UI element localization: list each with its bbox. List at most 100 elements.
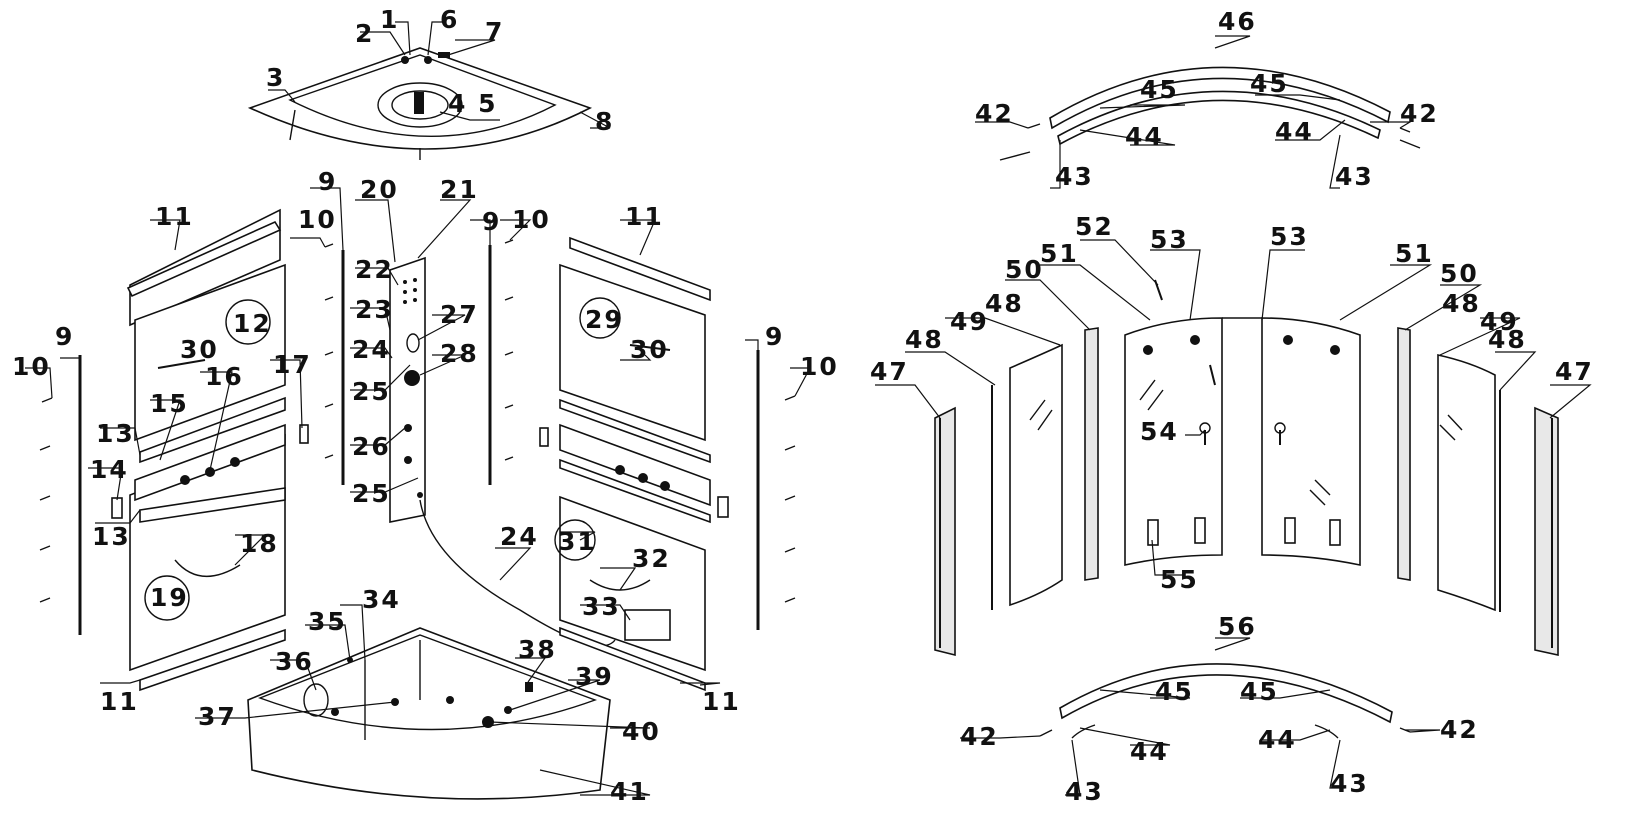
label-42-d: 42 bbox=[1440, 715, 1479, 744]
bottom-curved-rail bbox=[1039, 663, 1411, 739]
label-10-a: 10 bbox=[298, 205, 337, 234]
label-48-c: 48 bbox=[985, 289, 1024, 318]
label-20: 20 bbox=[360, 175, 399, 204]
label-54: 54 bbox=[1140, 417, 1179, 446]
label-10-b: 10 bbox=[512, 205, 551, 234]
label-33: 33 bbox=[582, 592, 621, 621]
top-curved-rail bbox=[999, 66, 1421, 161]
label-6: 6 bbox=[440, 5, 459, 34]
label-47-b: 47 bbox=[1555, 357, 1594, 386]
label-24-a: 24 bbox=[352, 335, 391, 364]
label-9-c: 9 bbox=[55, 322, 74, 351]
label-48-a: 48 bbox=[905, 325, 944, 354]
label-30-a: 30 bbox=[180, 335, 219, 364]
label-48-d: 48 bbox=[1442, 289, 1481, 318]
part-labels: 1 2 3 4 5 6 7 8 9 9 9 9 10 10 10 10 11 1… bbox=[12, 5, 1594, 806]
label-26: 26 bbox=[352, 432, 391, 461]
label-17: 17 bbox=[273, 350, 312, 379]
label-24-b: 24 bbox=[500, 522, 539, 551]
label-47-a: 47 bbox=[870, 357, 909, 386]
label-41: 41 bbox=[610, 777, 649, 806]
label-13-b: 13 bbox=[92, 522, 131, 551]
label-4-5: 4 5 bbox=[448, 89, 498, 118]
tub-base bbox=[247, 627, 611, 800]
label-40: 40 bbox=[622, 717, 661, 746]
left-post-9 bbox=[78, 250, 345, 635]
label-39: 39 bbox=[575, 662, 614, 691]
label-11-c: 11 bbox=[100, 687, 139, 716]
right-post-9 bbox=[488, 239, 514, 485]
left-rail-11-top bbox=[126, 220, 282, 298]
label-38: 38 bbox=[518, 635, 557, 664]
label-44-b: 44 bbox=[1275, 117, 1314, 146]
label-19: 19 bbox=[150, 583, 189, 612]
right-back-panel bbox=[539, 236, 729, 692]
glass-enclosure bbox=[934, 279, 1559, 657]
label-21: 21 bbox=[440, 175, 479, 204]
label-36: 36 bbox=[275, 647, 314, 676]
label-29: 29 bbox=[585, 305, 624, 334]
label-27: 27 bbox=[440, 300, 479, 329]
label-23: 23 bbox=[355, 295, 394, 324]
label-49-a: 49 bbox=[950, 307, 989, 336]
label-45-d: 45 bbox=[1240, 677, 1279, 706]
label-44-a: 44 bbox=[1125, 122, 1164, 151]
label-51-a: 51 bbox=[1040, 239, 1079, 268]
label-12: 12 bbox=[233, 309, 272, 338]
label-49-b: 49 bbox=[1480, 307, 1519, 336]
label-55: 55 bbox=[1160, 565, 1199, 594]
label-30-b: 30 bbox=[630, 335, 669, 364]
far-right-post-9 bbox=[756, 350, 796, 630]
label-43-a: 43 bbox=[1055, 162, 1094, 191]
label-44-d: 44 bbox=[1258, 725, 1297, 754]
label-2: 2 bbox=[355, 19, 374, 48]
label-50-a: 50 bbox=[1005, 255, 1044, 284]
label-18: 18 bbox=[240, 529, 279, 558]
label-9-b: 9 bbox=[482, 207, 501, 236]
label-34: 34 bbox=[362, 585, 401, 614]
label-9-a: 9 bbox=[318, 167, 337, 196]
left-screws-10 bbox=[39, 243, 334, 603]
shower-column bbox=[389, 256, 616, 647]
label-45-c: 45 bbox=[1155, 677, 1194, 706]
label-44-c: 44 bbox=[1130, 737, 1169, 766]
leader-lines bbox=[25, 21, 1592, 796]
label-42-c: 42 bbox=[960, 722, 999, 751]
label-48-b: 48 bbox=[1488, 325, 1527, 354]
label-8: 8 bbox=[595, 107, 614, 136]
label-31: 31 bbox=[558, 527, 597, 556]
label-11-b: 11 bbox=[625, 202, 664, 231]
label-1: 1 bbox=[380, 5, 399, 34]
label-42-b: 42 bbox=[1400, 99, 1439, 128]
label-37: 37 bbox=[198, 702, 237, 731]
label-43-c: 43 bbox=[1065, 777, 1104, 806]
label-13-a: 13 bbox=[96, 419, 135, 448]
label-3: 3 bbox=[266, 63, 285, 92]
label-43-b: 43 bbox=[1335, 162, 1374, 191]
label-32: 32 bbox=[632, 544, 671, 573]
label-52: 52 bbox=[1075, 212, 1114, 241]
label-22: 22 bbox=[355, 255, 394, 284]
label-56: 56 bbox=[1218, 612, 1257, 641]
label-53-b: 53 bbox=[1270, 222, 1309, 251]
label-45-b: 45 bbox=[1250, 69, 1289, 98]
label-15: 15 bbox=[150, 389, 189, 418]
label-35: 35 bbox=[308, 607, 347, 636]
label-43-d: 43 bbox=[1330, 769, 1369, 798]
left-strips bbox=[111, 396, 309, 692]
label-14: 14 bbox=[90, 455, 129, 484]
label-16: 16 bbox=[205, 362, 244, 391]
label-10-d: 10 bbox=[800, 352, 839, 381]
roof-top-cover bbox=[247, 47, 593, 160]
label-51-b: 51 bbox=[1395, 239, 1434, 268]
label-42-a: 42 bbox=[975, 99, 1014, 128]
label-25-a: 25 bbox=[352, 377, 391, 406]
label-45-a: 45 bbox=[1140, 75, 1179, 104]
label-10-c: 10 bbox=[12, 352, 51, 381]
label-11-d: 11 bbox=[702, 687, 741, 716]
label-46: 46 bbox=[1218, 7, 1257, 36]
label-25-b: 25 bbox=[352, 479, 391, 508]
label-11-a: 11 bbox=[155, 202, 194, 231]
label-7: 7 bbox=[485, 17, 504, 46]
